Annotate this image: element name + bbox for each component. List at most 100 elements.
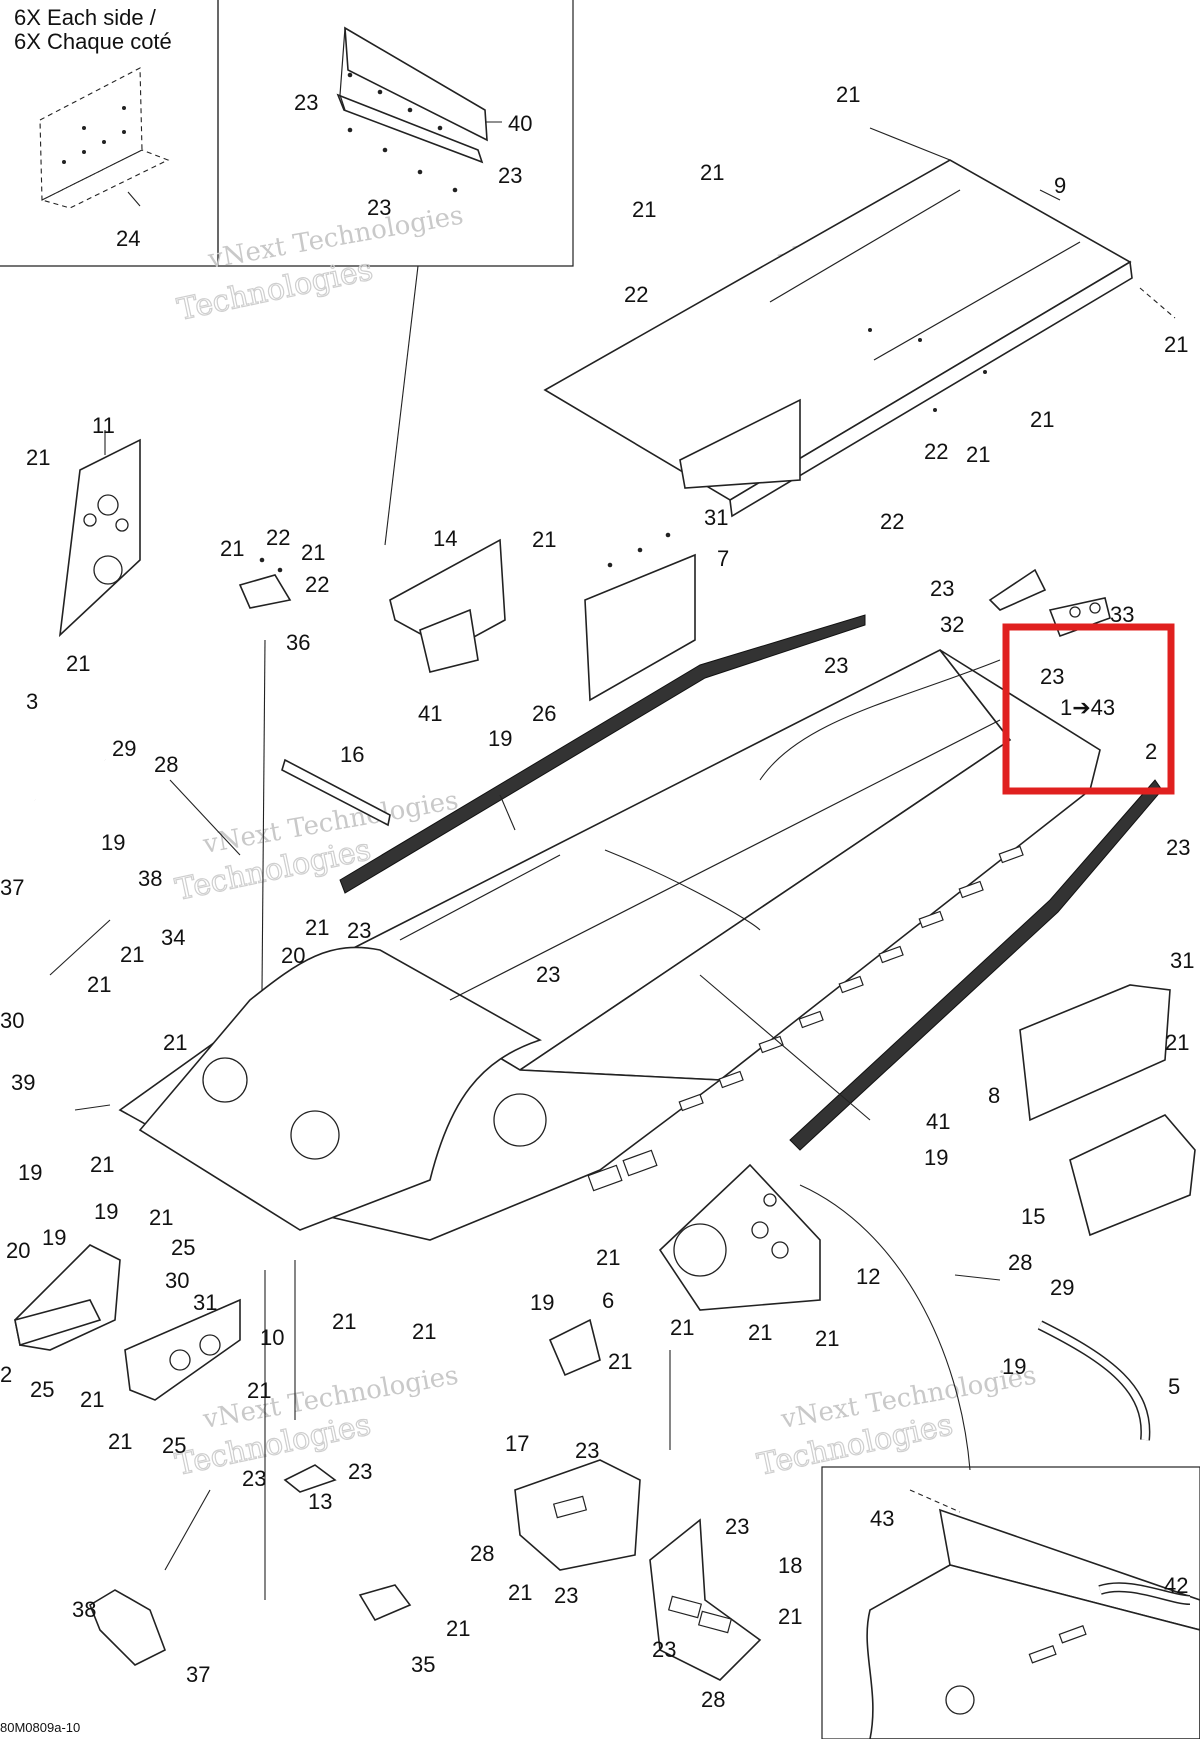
callout-23: 23 (1040, 664, 1064, 689)
callout-11: 11 (92, 413, 115, 438)
callout-23: 23 (554, 1583, 578, 1608)
callout-19: 19 (94, 1199, 118, 1224)
callout-23: 23 (1166, 835, 1190, 860)
callout-25: 25 (30, 1377, 54, 1402)
panel-7 (584, 532, 696, 702)
callout-23: 23 (347, 918, 371, 943)
callout-21: 21 (301, 540, 325, 565)
bar-16 (281, 758, 391, 827)
callout-17: 17 (505, 1431, 529, 1456)
callout-21: 21 (149, 1205, 173, 1230)
callout-21: 21 (1030, 407, 1054, 432)
callout-29: 29 (112, 736, 136, 761)
callout-21: 21 (815, 1326, 839, 1351)
reference-code: 80M0809a-10 (0, 1720, 81, 1735)
callout-39: 39 (11, 1070, 35, 1095)
inset-top-center-frame (217, 0, 574, 267)
callout-21: 21 (66, 651, 90, 676)
callout-25: 25 (162, 1433, 186, 1458)
callout-36: 36 (286, 630, 310, 655)
callout-1-to-43: 1➔43 (1060, 695, 1115, 720)
bracket-6 (548, 1318, 601, 1377)
callout-note: 6X Each side / 6X Chaque coté (14, 6, 172, 54)
rail-26 (339, 614, 866, 894)
callout-34: 34 (161, 925, 185, 950)
callout-13: 13 (308, 1489, 332, 1514)
bracket-36 (238, 557, 292, 609)
callout-7: 7 (717, 546, 729, 571)
tunnel-slots (678, 845, 1024, 1112)
callout-labels: 24 23 40 23 23 21 9 21 21 22 21 21 22 21… (0, 82, 1194, 1712)
callout-23: 23 (367, 195, 391, 220)
callout-21: 21 (120, 942, 144, 967)
callout-29: 29 (1050, 1275, 1074, 1300)
bracket-11 (58, 430, 141, 638)
callout-21: 21 (87, 972, 111, 997)
callout-22: 22 (880, 509, 904, 534)
panel-14 (389, 538, 506, 673)
bracket-32 (988, 568, 1047, 611)
watermark-outline: Technologies (174, 252, 375, 328)
callout-41: 41 (926, 1109, 950, 1134)
callout-23: 23 (242, 1466, 266, 1491)
inset-bottom-right-frame (821, 1466, 1200, 1739)
callout-22: 22 (624, 282, 648, 307)
bracket-13 (283, 1464, 337, 1493)
callout-43: 43 (870, 1506, 894, 1531)
callout-23: 23 (498, 163, 522, 188)
callout-23: 23 (725, 1514, 749, 1539)
callout-note-line1: 6X Each side / (14, 5, 156, 30)
callout-21: 21 (412, 1319, 436, 1344)
callout-14: 14 (433, 526, 457, 551)
callout-21: 21 (247, 1378, 271, 1403)
callout-35: 35 (411, 1652, 435, 1677)
panel-8 (1019, 984, 1171, 1122)
callout-2: 2 (1145, 739, 1157, 764)
callout-12: 12 (856, 1264, 880, 1289)
callout-21: 21 (748, 1320, 772, 1345)
callout-21: 21 (26, 445, 50, 470)
callout-8: 8 (988, 1083, 1000, 1108)
callout-21: 21 (596, 1245, 620, 1270)
callout-28: 28 (1008, 1250, 1032, 1275)
callout-21: 21 (305, 915, 329, 940)
callout-32: 32 (940, 612, 964, 637)
bracket-24-dashed (39, 67, 170, 209)
callout-21: 21 (778, 1604, 802, 1629)
callout-28: 28 (470, 1541, 494, 1566)
callout-20: 20 (6, 1238, 30, 1263)
callout-38: 38 (72, 1597, 96, 1622)
inset-bottom-right-content (866, 1489, 1200, 1739)
callout-15: 15 (1021, 1204, 1045, 1229)
callout-23: 23 (348, 1459, 372, 1484)
callout-21: 21 (1165, 1030, 1189, 1055)
callout-22: 22 (924, 439, 948, 464)
callout-18: 18 (778, 1553, 802, 1578)
callout-23: 23 (652, 1637, 676, 1662)
callout-19: 19 (42, 1225, 66, 1250)
callout-28: 28 (154, 752, 178, 777)
handle-5 (1037, 1320, 1151, 1441)
callout-19: 19 (488, 726, 512, 751)
callout-23: 23 (824, 653, 848, 678)
panel-15 (1069, 1114, 1196, 1237)
callout-20: 20 (281, 943, 305, 968)
callout-21: 21 (332, 1309, 356, 1334)
callout-9: 9 (1054, 173, 1066, 198)
callout-19: 19 (18, 1160, 42, 1185)
callout-21: 21 (108, 1429, 132, 1454)
callout-33: 33 (1110, 602, 1134, 627)
handle-3 (27, 739, 107, 801)
callout-21: 21 (80, 1387, 104, 1412)
callout-19: 19 (924, 1145, 948, 1170)
callout-note-line2: 6X Chaque coté (14, 29, 172, 54)
panel-9 (543, 127, 1176, 518)
callout-22: 22 (266, 525, 290, 550)
callout-21: 21 (532, 527, 556, 552)
callout-42: 42 (1164, 1573, 1188, 1598)
leader-lines (49, 265, 1001, 1600)
footrest-17 (514, 1459, 641, 1571)
callout-21: 21 (966, 442, 990, 467)
side-plate-12 (658, 1163, 821, 1311)
